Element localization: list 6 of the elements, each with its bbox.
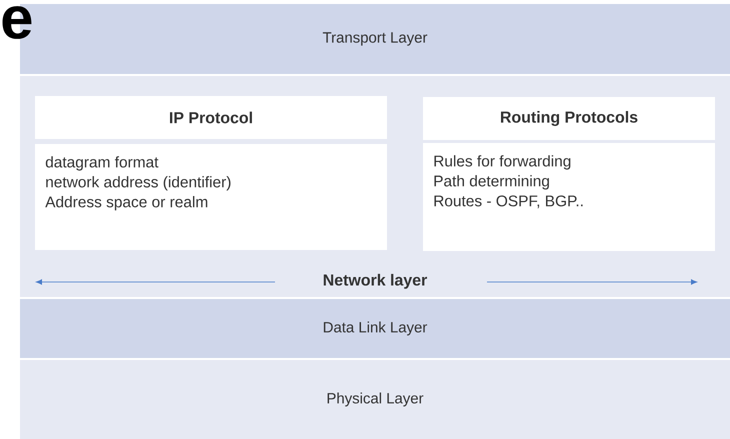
heading-box: Routing Protocols xyxy=(423,96,715,140)
layer-band: Physical Layer xyxy=(20,360,730,439)
text-box: Rules for forwarding Path determining Routes - OSPF, BGP.. xyxy=(423,142,715,251)
layer-band: Data Link Layer xyxy=(20,298,730,358)
text-box: datagram format network address (identifier) Address space or realm xyxy=(35,144,387,250)
heading-box: IP Protocol xyxy=(35,96,387,139)
